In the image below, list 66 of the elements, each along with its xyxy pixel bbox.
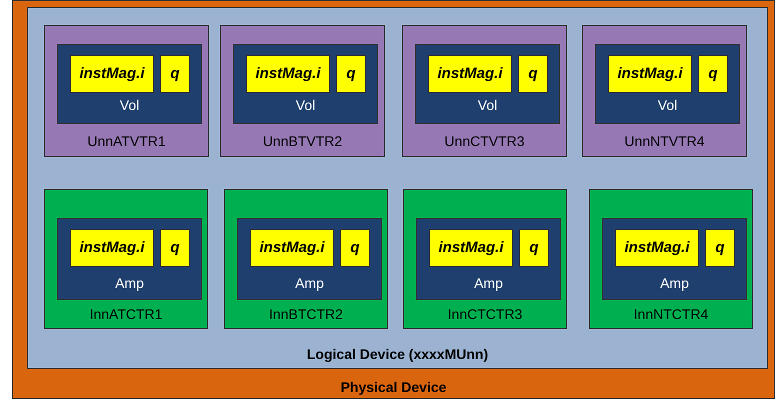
node-name: InnBTCTR2 xyxy=(268,306,344,322)
data-object-box xyxy=(415,44,560,124)
attribute-name: instMag.i xyxy=(254,65,322,82)
data-object-box xyxy=(595,44,740,124)
attribute-box xyxy=(250,229,334,267)
logical-node-box xyxy=(403,189,567,329)
node-name: InnCTCTR3 xyxy=(446,306,524,322)
node-name: InnNTCTR4 xyxy=(632,306,710,322)
node-name: InnATCTR1 xyxy=(88,306,164,322)
data-object-name: Vol xyxy=(476,97,498,113)
data-object-name: Amp xyxy=(659,275,690,291)
node-name: UnnBTVTR2 xyxy=(262,133,344,149)
attribute-name: q xyxy=(345,65,357,82)
attribute-name: instMag.i xyxy=(623,239,691,256)
node-name: UnnCTVTR3 xyxy=(443,133,526,149)
attribute-name: q xyxy=(527,65,539,82)
quality-box xyxy=(705,229,735,267)
attribute-box xyxy=(428,55,512,93)
data-object-box xyxy=(57,218,202,300)
logical-node-box xyxy=(224,189,388,329)
quality-box xyxy=(160,55,190,93)
data-object-name: Amp xyxy=(294,275,325,291)
attribute-box xyxy=(615,229,699,267)
data-object-name: Amp xyxy=(473,275,504,291)
logical-node-box xyxy=(220,25,385,157)
logical-node-box xyxy=(402,25,567,157)
attribute-name: q xyxy=(169,65,181,82)
attribute-name: instMag.i xyxy=(437,239,505,256)
box-title: Physical Device xyxy=(340,379,448,395)
quality-box xyxy=(698,55,728,93)
data-object-name: Vol xyxy=(118,97,140,113)
data-object-box xyxy=(233,44,378,124)
logical-node-box xyxy=(589,189,753,329)
attribute-name: instMag.i xyxy=(616,65,684,82)
attribute-name: q xyxy=(707,65,719,82)
box-title: Logical Device (xxxxMUnn) xyxy=(306,346,490,362)
node-name: UnnATVTR1 xyxy=(86,133,167,149)
logical-node-box xyxy=(44,189,208,329)
attribute-name: q xyxy=(349,239,361,256)
quality-box xyxy=(336,55,366,93)
attribute-box xyxy=(246,55,330,93)
attribute-box xyxy=(70,229,154,267)
attribute-name: instMag.i xyxy=(258,239,326,256)
attribute-name: q xyxy=(714,239,726,256)
attribute-name: instMag.i xyxy=(78,65,146,82)
logical-node-box xyxy=(582,25,747,157)
attribute-box xyxy=(429,229,513,267)
attribute-box xyxy=(608,55,692,93)
data-object-name: Vol xyxy=(294,97,316,113)
data-object-box xyxy=(237,218,382,300)
attribute-name: q xyxy=(528,239,540,256)
data-object-name: Amp xyxy=(114,275,145,291)
data-object-box xyxy=(57,44,202,124)
data-object-box xyxy=(416,218,561,300)
data-object-box xyxy=(602,218,747,300)
quality-box xyxy=(340,229,370,267)
attribute-name: instMag.i xyxy=(436,65,504,82)
attribute-name: instMag.i xyxy=(78,239,146,256)
quality-box xyxy=(519,229,549,267)
data-object-name: Vol xyxy=(656,97,678,113)
logical-node-box xyxy=(44,25,209,157)
node-name: UnnNTVTR4 xyxy=(623,133,706,149)
attribute-box xyxy=(70,55,154,93)
attribute-name: q xyxy=(169,239,181,256)
quality-box xyxy=(160,229,190,267)
quality-box xyxy=(518,55,548,93)
